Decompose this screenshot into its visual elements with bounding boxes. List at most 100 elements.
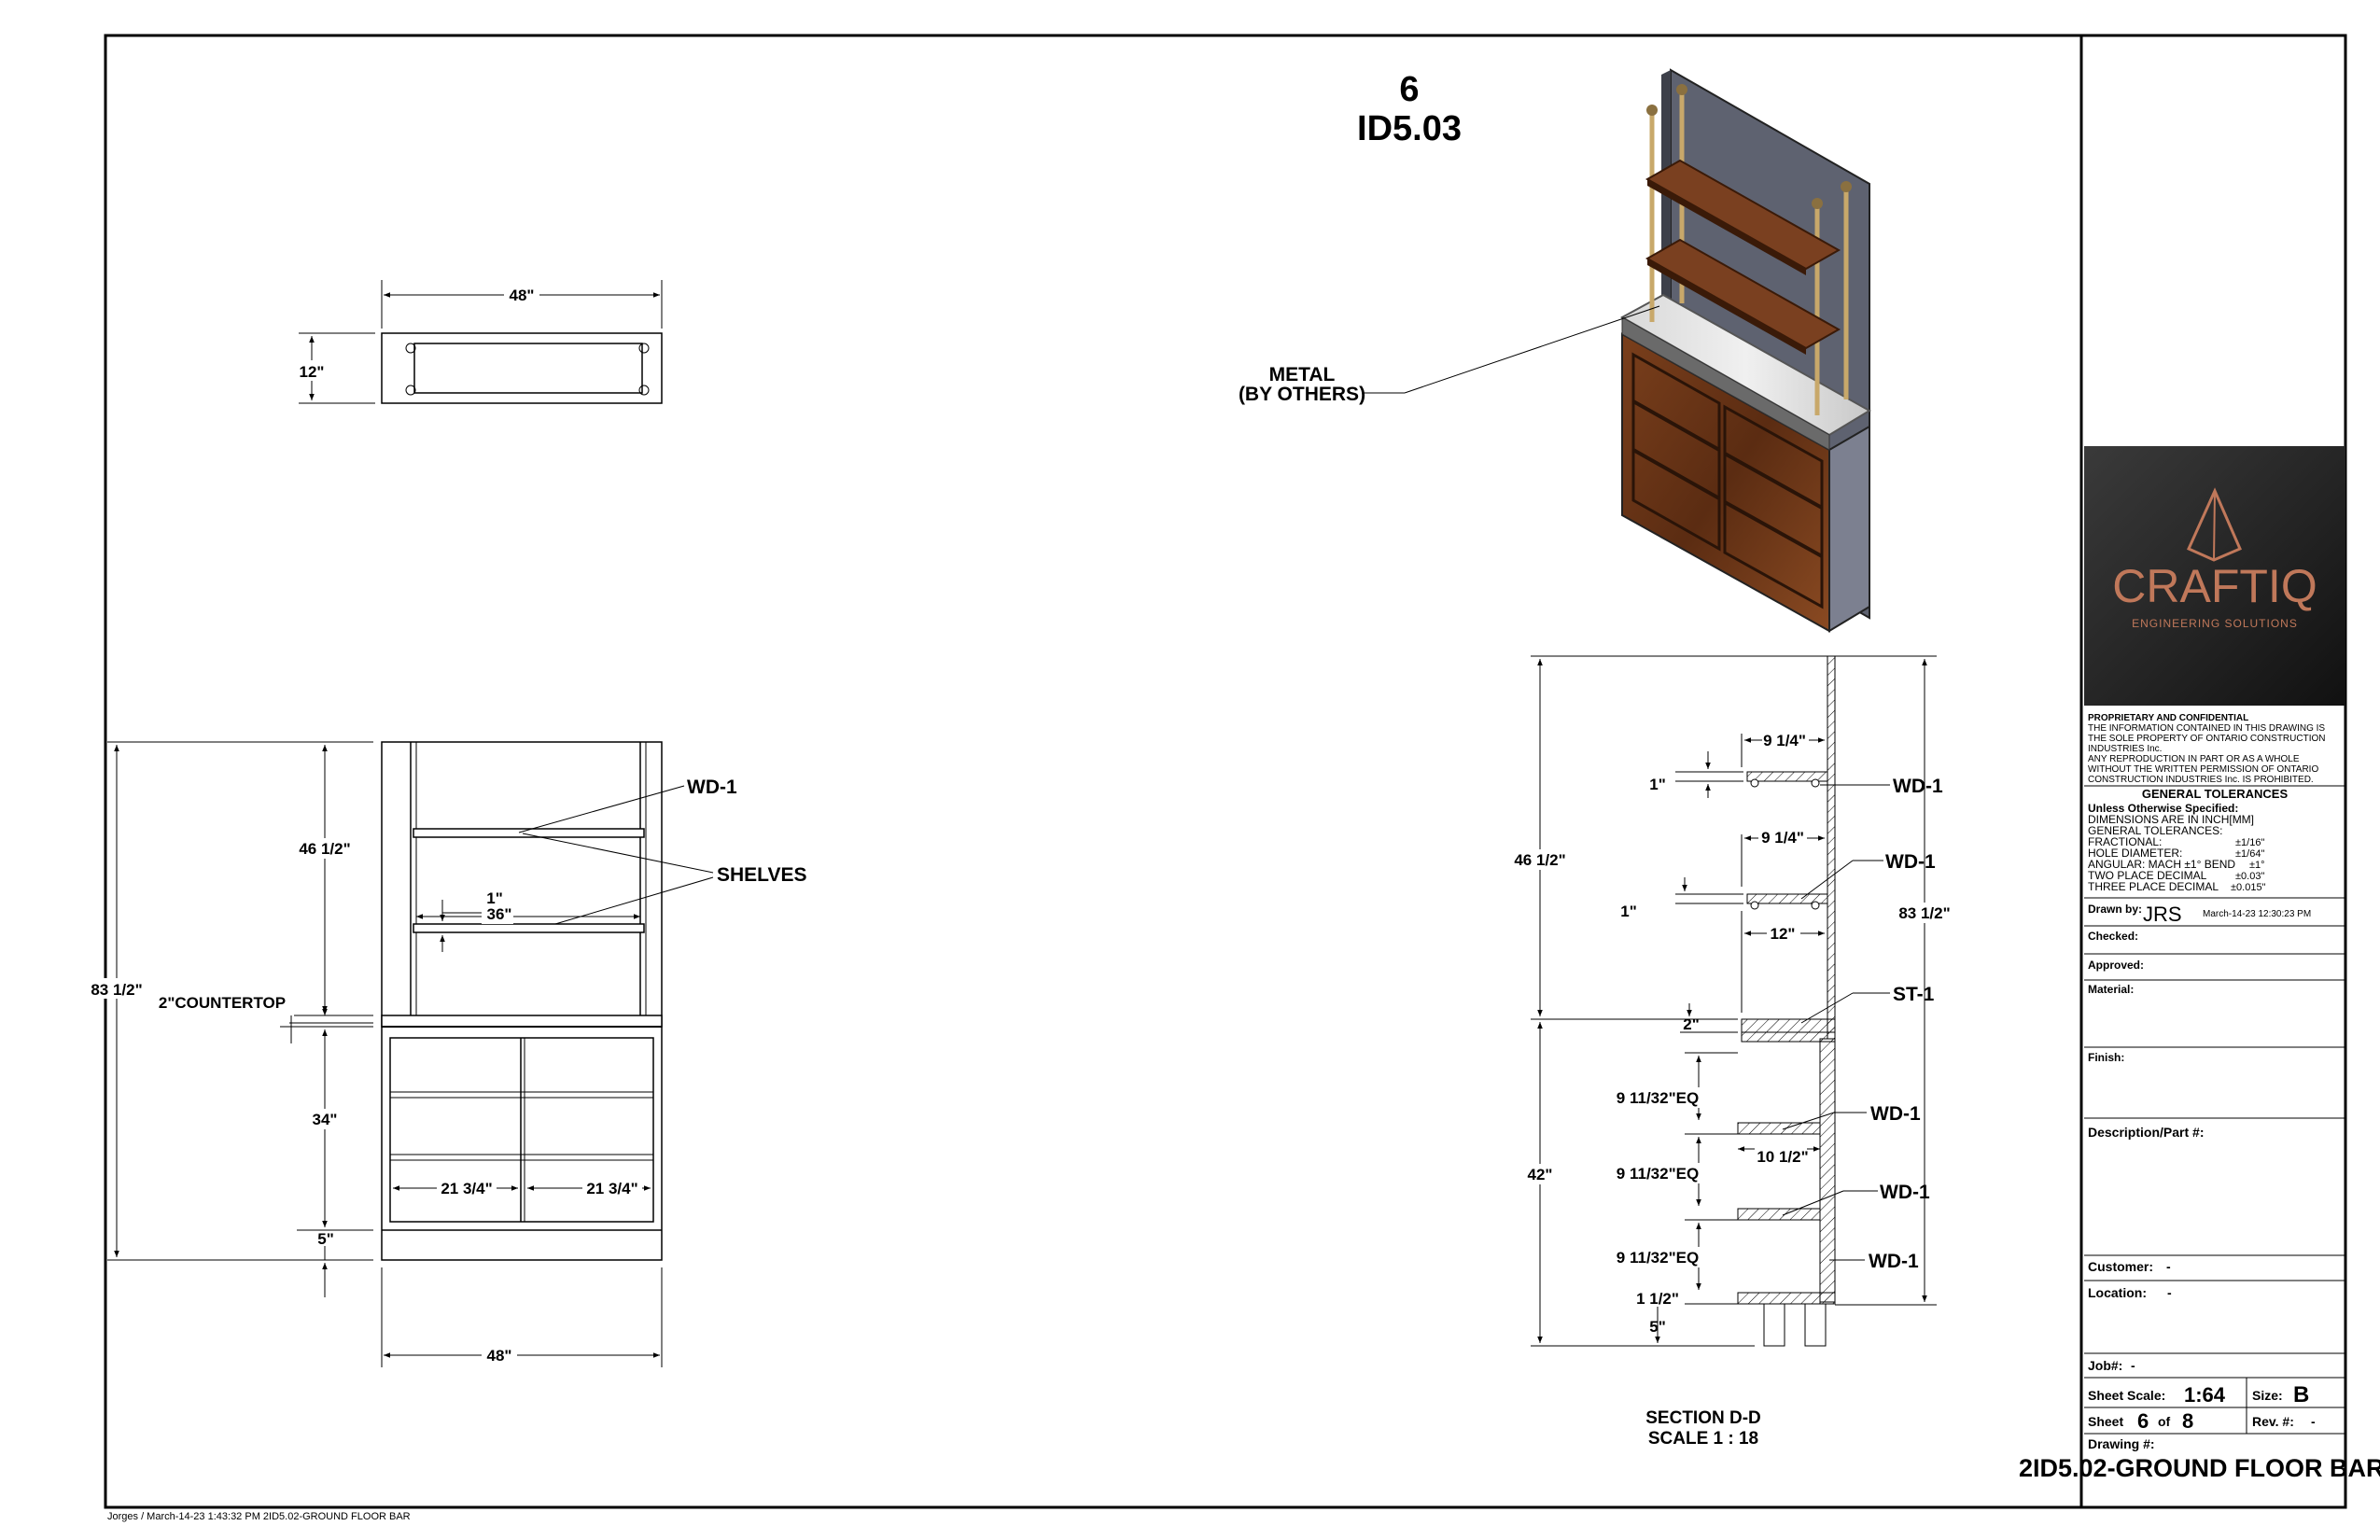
tol-line: GENERAL TOLERANCES: bbox=[2088, 824, 2223, 837]
logo-subtitle: ENGINEERING SOLUTIONS bbox=[2132, 617, 2298, 630]
iso-metal-label-2: (BY OTHERS) bbox=[1239, 384, 1365, 405]
tol-value: ±0.015" bbox=[2231, 882, 2266, 893]
iso-metal-label-1: METAL bbox=[1269, 364, 1336, 385]
sheet-of-label: of bbox=[2158, 1414, 2171, 1429]
tol-line: HOLE DIAMETER: bbox=[2088, 847, 2182, 860]
craftiq-logo bbox=[2187, 487, 2242, 562]
section-shelf-depth-2: 9 1/4" bbox=[1761, 829, 1804, 847]
section-upper-depth: 12" bbox=[1771, 925, 1796, 943]
section-wd1-e: WD-1 bbox=[1869, 1251, 1919, 1272]
description-label: Description/Part #: bbox=[2088, 1125, 2204, 1140]
footer-text: Jorges / March-14-23 1:43:32 PM 2ID5.02-… bbox=[107, 1511, 411, 1522]
tol-value: ±1/64" bbox=[2235, 848, 2264, 860]
tol-unless: Unless Otherwise Specified: bbox=[2088, 802, 2238, 815]
sheet-label: Sheet bbox=[2088, 1414, 2123, 1429]
size-label: Size: bbox=[2252, 1388, 2283, 1403]
section-wd1-c: WD-1 bbox=[1870, 1103, 1921, 1125]
view-reference: ID5.03 bbox=[1357, 109, 1462, 148]
location-value: - bbox=[2167, 1285, 2172, 1300]
section-shelf-thk-2: 1" bbox=[1620, 903, 1637, 920]
drawn-date: March-14-23 12:30:23 PM bbox=[2203, 909, 2311, 919]
plan-depth-dim: 12" bbox=[300, 363, 325, 381]
elev-shelf-length: 36" bbox=[487, 905, 512, 923]
section-view: 46 1/2" 42" 83 1/2" 9 1/4" 9 1/4" 1" 1" … bbox=[1510, 655, 1954, 1449]
tol-line: THREE PLACE DECIMAL bbox=[2088, 880, 2219, 893]
section-eq-2: 9 11/32"EQ bbox=[1617, 1165, 1699, 1183]
elev-overall-height: 83 1/2" bbox=[91, 981, 142, 999]
elev-countertop-label: 2"COUNTERTOP bbox=[159, 994, 286, 1012]
section-eq-1: 9 11/32"EQ bbox=[1617, 1089, 1699, 1107]
drawn-by-label: Drawn by: bbox=[2088, 903, 2142, 916]
rev-value: - bbox=[2311, 1414, 2316, 1429]
elev-base-height: 34" bbox=[313, 1111, 338, 1128]
tol-value: ±1/16" bbox=[2235, 837, 2264, 848]
section-wd1-d: WD-1 bbox=[1880, 1182, 1930, 1203]
section-st1: ST-1 bbox=[1893, 984, 1935, 1005]
material-label: Material: bbox=[2088, 983, 2134, 996]
drawn-by-value: JRS bbox=[2143, 903, 2182, 926]
plan-width-dim: 48" bbox=[510, 287, 535, 304]
tol-title: GENERAL TOLERANCES bbox=[2142, 787, 2289, 801]
section-wd1-b: WD-1 bbox=[1885, 851, 1936, 873]
prop-line: INDUSTRIES Inc. bbox=[2088, 744, 2162, 754]
section-eq-3: 9 11/32"EQ bbox=[1617, 1249, 1699, 1267]
elev-shelf-thickness: 1" bbox=[486, 889, 503, 907]
prop-line: THE SOLE PROPERTY OF ONTARIO CONSTRUCTIO… bbox=[2088, 734, 2325, 744]
elev-drawer-left: 21 3/4" bbox=[441, 1180, 492, 1197]
elev-toe-kick: 5" bbox=[317, 1230, 334, 1248]
section-counter-thk: 2" bbox=[1683, 1015, 1700, 1033]
finish-label: Finish: bbox=[2088, 1051, 2124, 1064]
section-bottom-thk: 1 1/2" bbox=[1636, 1290, 1679, 1308]
section-base-depth: 10 1/2" bbox=[1757, 1148, 1808, 1166]
prop-line: ANY REPRODUCTION IN PART OR AS A WHOLE bbox=[2088, 754, 2300, 764]
section-toe-kick: 5" bbox=[1649, 1318, 1666, 1336]
tol-line: TWO PLACE DECIMAL bbox=[2088, 869, 2207, 882]
drawing-number-label: Drawing #: bbox=[2088, 1436, 2155, 1451]
location-label: Location: bbox=[2088, 1285, 2147, 1300]
rev-label: Rev. #: bbox=[2252, 1414, 2294, 1429]
plan-view: 48" 12" bbox=[297, 280, 663, 404]
elev-drawer-right: 21 3/4" bbox=[586, 1180, 637, 1197]
section-upper-height: 46 1/2" bbox=[1514, 851, 1565, 869]
sheet-scale-value: 1:64 bbox=[2184, 1383, 2226, 1407]
elev-upper-height: 46 1/2" bbox=[299, 840, 350, 858]
size-value: B bbox=[2293, 1382, 2309, 1407]
tol-line: FRACTIONAL: bbox=[2088, 835, 2162, 848]
section-wd1-a: WD-1 bbox=[1893, 776, 1943, 797]
tol-value: ±0.03" bbox=[2235, 871, 2264, 882]
section-overall-height: 83 1/2" bbox=[1898, 904, 1950, 922]
prop-title: PROPRIETARY AND CONFIDENTIAL bbox=[2088, 713, 2248, 723]
sheet-scale-label: Sheet Scale: bbox=[2088, 1388, 2165, 1403]
sheet-number: 6 bbox=[2137, 1409, 2149, 1433]
tol-line: DIMENSIONS ARE IN INCH[MM] bbox=[2088, 813, 2254, 826]
prop-line: CONSTRUCTION INDUSTRIES Inc. IS PROHIBIT… bbox=[2088, 775, 2314, 785]
section-base-height: 42" bbox=[1528, 1166, 1553, 1183]
section-title: SECTION D-D bbox=[1645, 1408, 1761, 1428]
section-shelf-thk-1: 1" bbox=[1649, 776, 1666, 793]
drawing-number: 2ID5.02-GROUND FLOOR BAR bbox=[2019, 1454, 2380, 1482]
view-number: 6 bbox=[1399, 70, 1419, 109]
sheet-border bbox=[104, 34, 2347, 1509]
section-shelf-depth-1: 9 1/4" bbox=[1763, 732, 1806, 749]
elev-shelves-callout: SHELVES bbox=[717, 864, 806, 886]
tol-line: ANGULAR: MACH ±1° BEND bbox=[2088, 858, 2235, 871]
job-label: Job#: bbox=[2088, 1358, 2122, 1373]
approved-label: Approved: bbox=[2088, 959, 2144, 972]
isometric-view: METAL (BY OTHERS) bbox=[1239, 68, 1871, 633]
elev-wd1-callout: WD-1 bbox=[687, 777, 737, 798]
section-scale: SCALE 1 : 18 bbox=[1648, 1429, 1758, 1449]
elevation-dimensions: 83 1/2" 46 1/2" 2"COUNTERTOP 34" 5" 1" 3… bbox=[91, 741, 806, 1367]
tol-value: ±1° bbox=[2249, 860, 2265, 871]
checked-label: Checked: bbox=[2088, 930, 2138, 943]
title-block: CRAFTIQ ENGINEERING SOLUTIONS PROPRIETAR… bbox=[2019, 446, 2380, 1482]
prop-line: WITHOUT THE WRITTEN PERMISSION OF ONTARI… bbox=[2088, 764, 2318, 775]
prop-line: THE INFORMATION CONTAINED IN THIS DRAWIN… bbox=[2088, 723, 2325, 734]
front-elevation bbox=[381, 741, 663, 1261]
job-value: - bbox=[2131, 1358, 2135, 1373]
elev-bottom-width: 48" bbox=[487, 1347, 512, 1365]
logo-name: CRAFTIQ bbox=[2112, 560, 2317, 612]
customer-value: - bbox=[2166, 1259, 2171, 1274]
sheet-total: 8 bbox=[2182, 1409, 2193, 1433]
customer-label: Customer: bbox=[2088, 1259, 2153, 1274]
